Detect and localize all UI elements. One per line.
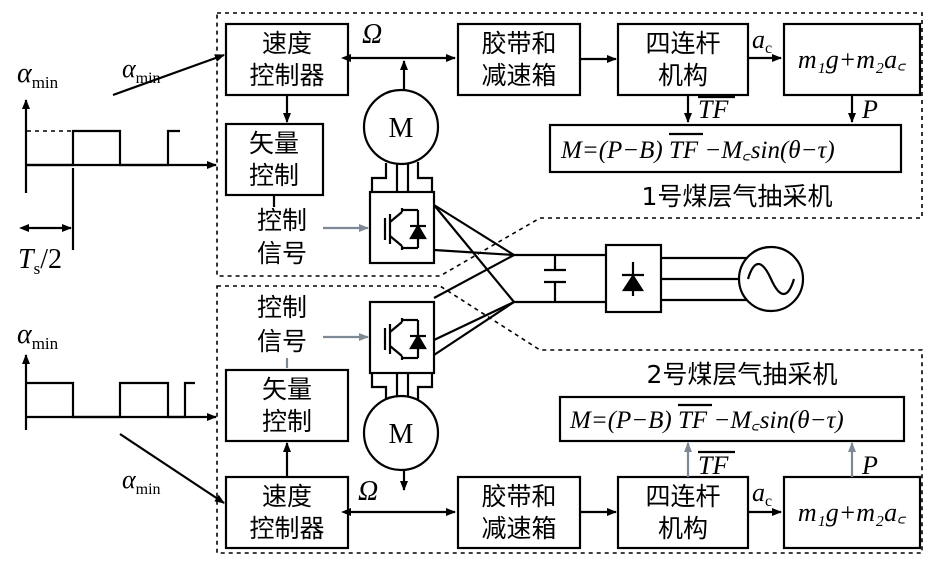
belt-gearbox-2 [456, 475, 582, 550]
unit2-title: 2号煤层气抽采机 [647, 360, 838, 389]
alpha-input-label-2: αmin [122, 465, 161, 498]
waveform-1: αmin Ts/2 [17, 58, 217, 278]
omega-label-1: Ω [362, 19, 382, 50]
unit2-region [216, 285, 923, 554]
alpha-input-label-1: αmin [122, 54, 161, 87]
load-equation-2: m₁g+m₂a꜀ [798, 498, 907, 527]
vector-control-2-line1: 矢量 [262, 375, 312, 404]
unit1: 速度 控制器 矢量 控制 控制 信号 Ω M [224, 19, 922, 268]
four-bar-2-line1: 四连杆 [645, 482, 720, 511]
unit1-title: 1号煤层气抽采机 [642, 182, 833, 211]
four-bar-2 [616, 475, 750, 550]
four-bar-1 [616, 22, 750, 97]
motor-2 [362, 394, 440, 472]
igbt-icon [383, 208, 427, 250]
control-signal-1-line2: 信号 [257, 239, 307, 268]
load-block-2 [782, 475, 922, 550]
waveform-2: αmin [17, 319, 217, 430]
motor-2-label: M [389, 419, 414, 450]
belt-gearbox-2-line1: 胶带和 [481, 482, 556, 511]
four-bar-1-line2: 机构 [658, 61, 708, 90]
diode-icon [621, 262, 645, 296]
speed-controller-1-line1: 速度 [262, 29, 312, 58]
igbt-icon [383, 318, 427, 360]
torque-equation-1: M=(P−B) TF −M꜀sin(θ−τ) [560, 137, 835, 164]
four-bar-2-line2: 机构 [658, 514, 708, 543]
tf-label-1: TF [698, 95, 729, 124]
p-label-1: P [861, 95, 878, 124]
vector-control-1-line2: 控制 [249, 161, 299, 190]
vector-control-2-line2: 控制 [262, 407, 312, 436]
inverter-2 [368, 300, 436, 375]
torque-equation-box-1 [548, 123, 903, 174]
four-bar-1-line1: 四连杆 [645, 29, 720, 58]
alpha-min-label-2: αmin [17, 319, 59, 353]
motor-1 [362, 88, 440, 166]
alpha-min-label: αmin [17, 58, 59, 92]
belt-gearbox-1 [456, 22, 582, 97]
speed-controller-2-line2: 控制器 [249, 514, 324, 543]
sine-wave-icon [746, 262, 796, 296]
vector-control-2 [224, 368, 350, 443]
ac-label-2: ac [752, 478, 772, 510]
belt-gearbox-2-line2: 减速箱 [481, 514, 556, 543]
torque-equation-box-2 [558, 395, 906, 443]
inverter-1 [368, 190, 436, 265]
motor-1-label: M [389, 113, 414, 144]
tf-label-2: TF [698, 451, 729, 480]
speed-controller-2-line1: 速度 [262, 482, 312, 511]
control-signal-2-line2: 信号 [257, 327, 307, 356]
unit1-region [216, 12, 923, 277]
capacitor-icon [544, 255, 566, 302]
ts-half-label: Ts/2 [18, 244, 62, 278]
control-signal-2-line1: 控制 [257, 293, 307, 322]
speed-controller-1-line2: 控制器 [249, 61, 324, 90]
load-block-1 [782, 22, 922, 97]
p-label-2: P [861, 451, 878, 480]
load-equation-1: m₁g+m₂a꜀ [798, 45, 907, 74]
omega-label-2: Ω [358, 476, 378, 507]
control-signal-1-line1: 控制 [257, 206, 307, 235]
belt-gearbox-1-line2: 减速箱 [481, 61, 556, 90]
ac-label-1: ac [752, 25, 772, 57]
belt-gearbox-1-line1: 胶带和 [481, 29, 556, 58]
unit2: 控制 信号 矢量 控制 速度 控制器 M [224, 293, 922, 550]
speed-controller-2 [224, 475, 350, 550]
torque-equation-2: M=(P−B) TF −M꜀sin(θ−τ) [569, 407, 844, 434]
power-stage [433, 204, 805, 356]
vector-control-1-line1: 矢量 [249, 129, 299, 158]
